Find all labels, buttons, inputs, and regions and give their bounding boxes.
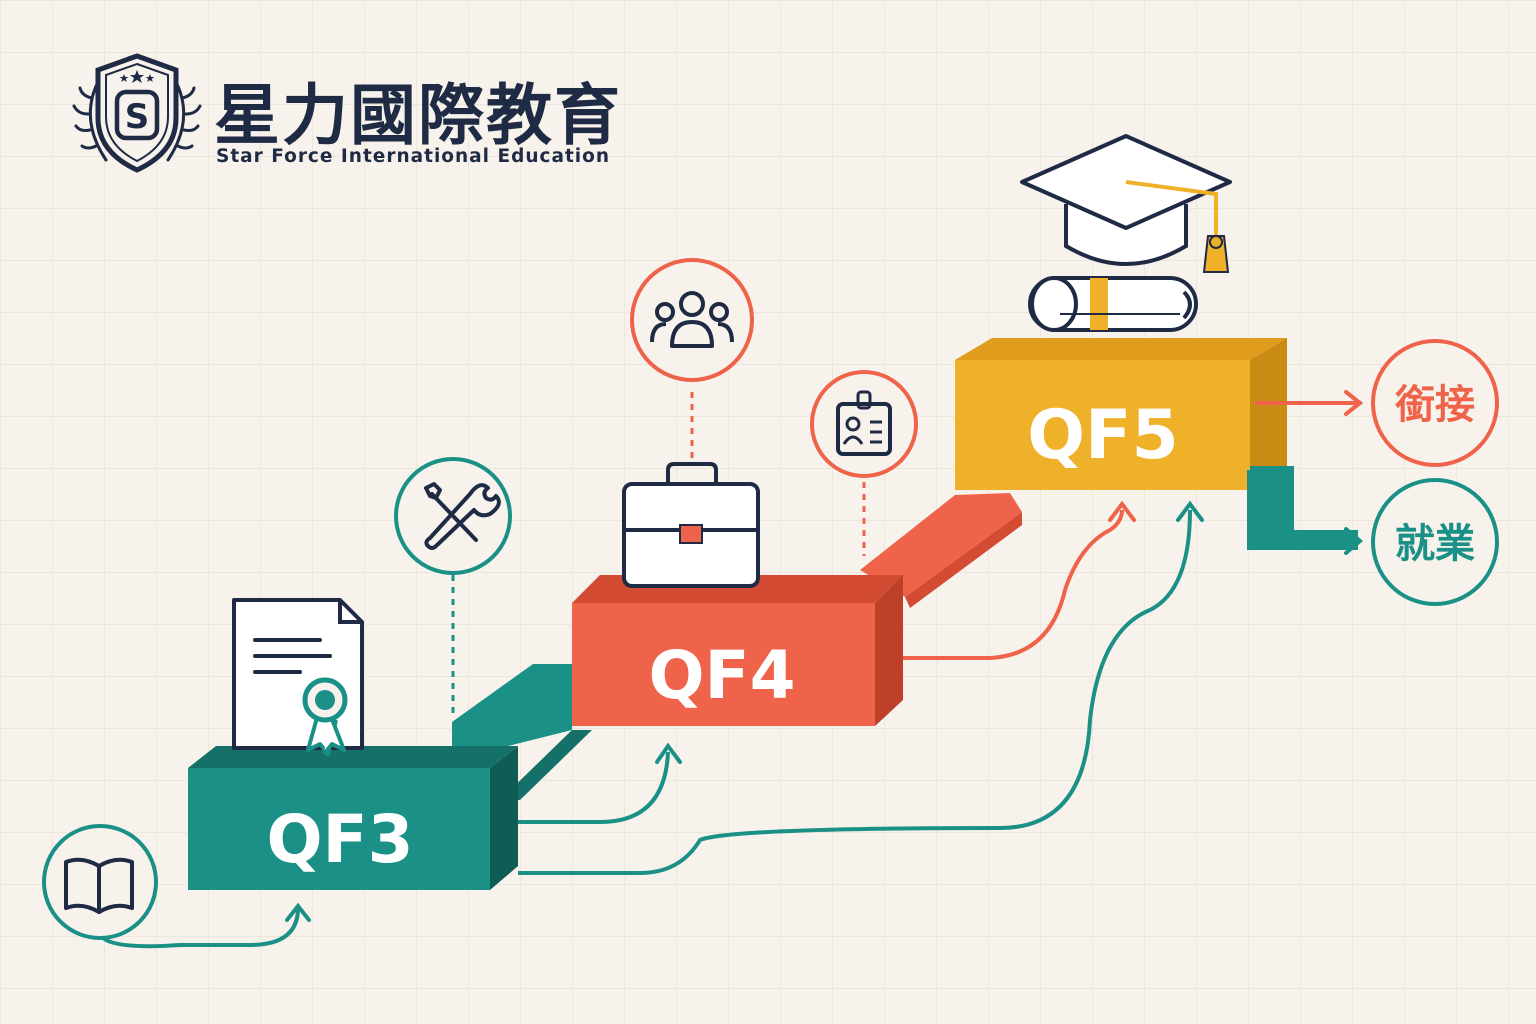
qf4-qf5-connector bbox=[860, 493, 1022, 597]
open-book-icon bbox=[42, 824, 158, 940]
briefcase-icon bbox=[622, 462, 760, 588]
shield-icon bbox=[95, 53, 179, 173]
brand-name-cn: 星力國際教育 bbox=[214, 77, 622, 154]
certificate-icon bbox=[232, 598, 364, 756]
qf3-qf4-connector bbox=[452, 664, 572, 760]
outcome-articulation-label: 銜接 bbox=[1395, 382, 1475, 428]
brand-name-en: Star Force International Education bbox=[216, 146, 611, 167]
graduation-cap-icon bbox=[1020, 134, 1232, 273]
logo-letter: S bbox=[125, 97, 150, 137]
qf5-block: QF5 bbox=[955, 338, 1287, 490]
qf5-label: QF5 bbox=[1027, 396, 1179, 475]
qf3-block: QF3 bbox=[188, 746, 518, 890]
qf4-to-qf5-arrow bbox=[903, 509, 1124, 660]
qf3-to-qf4-arrow bbox=[518, 751, 670, 824]
id-badge-icon bbox=[810, 370, 918, 478]
book-to-qf3-arrow bbox=[98, 907, 300, 949]
brand-logo: S bbox=[72, 53, 202, 173]
qf4-block: QF4 bbox=[572, 575, 903, 726]
qf3-to-qf5-arrow bbox=[518, 509, 1192, 875]
tools-icon bbox=[394, 457, 512, 575]
team-icon bbox=[630, 258, 754, 382]
qf4-label: QF4 bbox=[648, 637, 795, 714]
qf3-label: QF3 bbox=[266, 801, 413, 878]
outcome-employment: 就業 bbox=[1371, 478, 1499, 606]
diploma-scroll-icon bbox=[1028, 276, 1198, 332]
outcome-employment-label: 就業 bbox=[1395, 521, 1475, 567]
outcome-articulation: 銜接 bbox=[1371, 339, 1499, 467]
star-icon bbox=[119, 70, 155, 83]
